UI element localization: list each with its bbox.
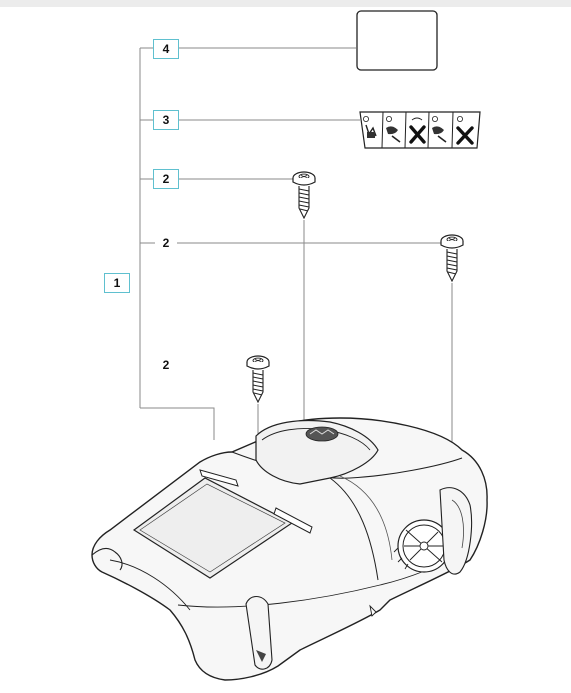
callout-1[interactable]: 1 <box>104 273 130 293</box>
cover-leader-line <box>140 407 215 440</box>
top-strip <box>0 0 571 7</box>
callout-4[interactable]: 4 <box>153 39 179 59</box>
callout-2-plain[interactable]: 2 <box>155 235 177 251</box>
screw-part-a <box>292 171 316 219</box>
callout-2-lower[interactable]: 2 <box>155 357 177 373</box>
cylinder-cover-part <box>91 417 488 681</box>
screw-part-c <box>246 355 270 403</box>
blank-label-part <box>356 10 438 71</box>
screw-part-b <box>440 234 464 282</box>
callout-2[interactable]: 2 <box>153 169 179 189</box>
warning-decal-part <box>359 111 481 149</box>
callout-3[interactable]: 3 <box>153 110 179 130</box>
